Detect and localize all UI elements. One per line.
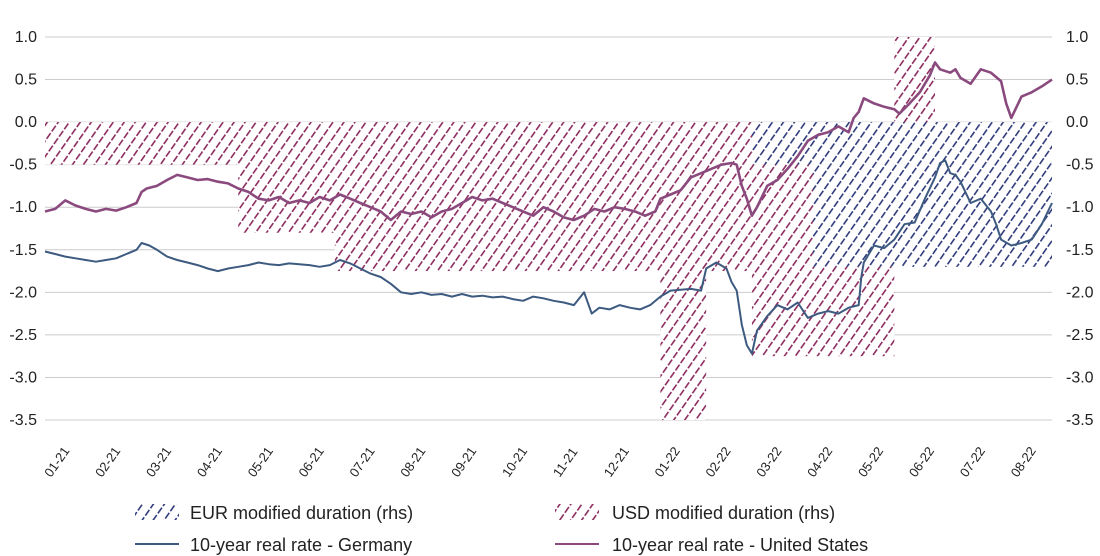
duration-band-segment bbox=[751, 122, 1052, 165]
y-tick-label-left: 0.0 bbox=[15, 114, 37, 131]
legend-label-us: 10-year real rate - United States bbox=[612, 535, 868, 555]
duration-band-segment bbox=[812, 164, 1052, 267]
x-tick-label: 09-21 bbox=[448, 444, 479, 480]
legend-swatch-eur bbox=[135, 504, 179, 520]
x-tick-label: 10-21 bbox=[499, 444, 530, 480]
duration-band-segment bbox=[751, 164, 813, 357]
duration-bands bbox=[45, 37, 1052, 420]
x-tick-label: 08-21 bbox=[397, 444, 428, 480]
y-tick-label-left: -1.0 bbox=[9, 199, 37, 216]
y-tick-label-left: 0.5 bbox=[15, 72, 37, 89]
x-axis: 01-21 02-21 03-21 04-21 05-21 06-21 07-21 08-21… bbox=[41, 444, 1039, 480]
legend-label-germany: 10-year real rate - Germany bbox=[190, 535, 412, 555]
y-axis-left: 1.0 0.5 0.0 -0.5 -1.0 -1.5 -2.0 -2.5 -3.0 -3.5 bbox=[9, 29, 37, 429]
duration-band-segment bbox=[660, 164, 752, 272]
x-tick-label: 06-22 bbox=[906, 444, 937, 480]
y-tick-label-left: 1.0 bbox=[15, 29, 37, 46]
y-tick-label-left: -3.5 bbox=[9, 412, 37, 429]
y-tick-label-right: -2.5 bbox=[1066, 327, 1094, 344]
x-tick-label: 06-21 bbox=[295, 444, 326, 480]
x-tick-label: 04-22 bbox=[804, 444, 835, 480]
y-tick-label-right: -2.0 bbox=[1066, 284, 1094, 301]
x-tick-label: 03-21 bbox=[143, 444, 174, 480]
x-tick-label: 02-22 bbox=[702, 444, 733, 480]
x-tick-label: 07-21 bbox=[346, 444, 377, 480]
y-tick-label-right: 0.0 bbox=[1066, 114, 1088, 131]
x-tick-label: 05-22 bbox=[855, 444, 886, 480]
y-tick-label-right: -1.5 bbox=[1066, 242, 1094, 259]
y-tick-label-left: -0.5 bbox=[9, 157, 37, 174]
duration-band-segment bbox=[660, 271, 707, 420]
duration-band-segment bbox=[894, 37, 936, 123]
y-tick-label-right: -3.5 bbox=[1066, 412, 1094, 429]
y-tick-label-left: -1.5 bbox=[9, 242, 37, 259]
duration-band-segment bbox=[45, 122, 752, 165]
y-axis-right: 1.0 0.5 0.0 -0.5 -1.0 -1.5 -2.0 -2.5 -3.0 -3.5 bbox=[1066, 29, 1094, 429]
x-tick-label: 07-22 bbox=[957, 444, 988, 480]
x-tick-label: 01-22 bbox=[651, 444, 682, 480]
x-tick-label: 03-22 bbox=[753, 444, 784, 480]
y-tick-label-right: 0.5 bbox=[1066, 72, 1088, 89]
x-tick-label: 05-21 bbox=[245, 444, 276, 480]
y-tick-label-right: -3.0 bbox=[1066, 369, 1094, 386]
x-tick-label: 02-21 bbox=[92, 444, 123, 480]
y-tick-label-left: -2.5 bbox=[9, 327, 37, 344]
duration-band-segment bbox=[238, 164, 661, 233]
legend-swatch-usd bbox=[555, 504, 599, 520]
x-tick-label: 04-21 bbox=[194, 444, 225, 480]
y-tick-label-right: 1.0 bbox=[1066, 29, 1088, 46]
legend-label-eur: EUR modified duration (rhs) bbox=[190, 503, 413, 523]
series-line-us bbox=[44, 61, 1053, 222]
legend-label-usd: USD modified duration (rhs) bbox=[612, 503, 835, 523]
rate-lines bbox=[44, 61, 1053, 355]
y-tick-label-left: -2.0 bbox=[9, 284, 37, 301]
y-tick-label-right: -1.0 bbox=[1066, 199, 1094, 216]
x-tick-label: 08-22 bbox=[1007, 444, 1038, 480]
duration-band-segment bbox=[334, 232, 661, 272]
x-tick-label: 01-21 bbox=[41, 444, 72, 480]
y-tick-label-right: -0.5 bbox=[1066, 157, 1094, 174]
legend: EUR modified duration (rhs) USD modified… bbox=[135, 503, 868, 555]
y-tick-label-left: -3.0 bbox=[9, 369, 37, 386]
x-tick-label: 11-21 bbox=[550, 445, 581, 480]
series-line-germany bbox=[44, 159, 1053, 355]
x-tick-label: 12-21 bbox=[601, 444, 632, 480]
